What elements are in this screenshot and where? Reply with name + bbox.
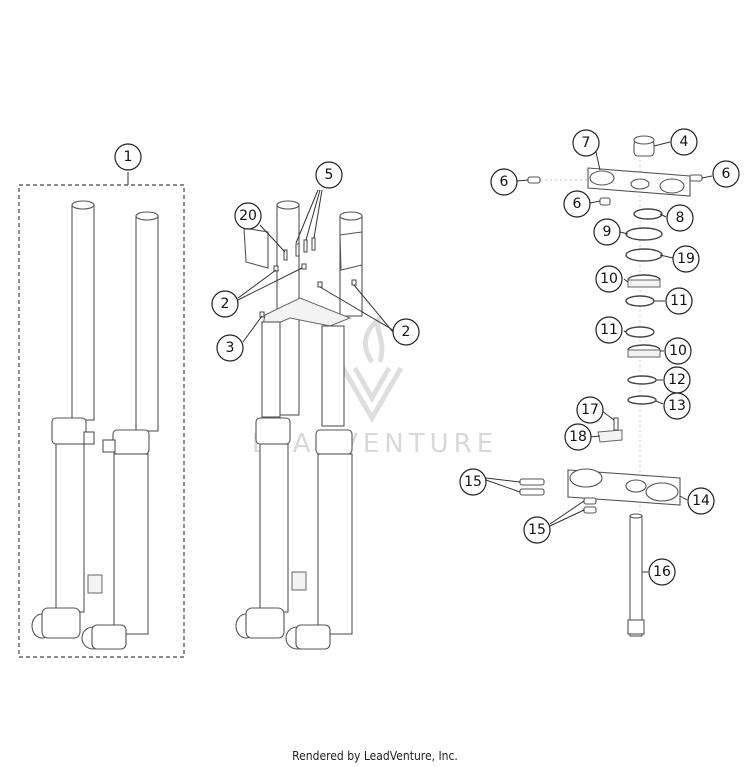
callout-3[interactable]: 3 — [216, 334, 244, 362]
callout-15-lower[interactable]: 15 — [523, 516, 551, 544]
svg-text:10: 10 — [600, 271, 618, 287]
svg-text:17: 17 — [581, 402, 599, 418]
callout-20[interactable]: 20 — [234, 202, 262, 230]
svg-text:14: 14 — [692, 493, 710, 509]
svg-text:18: 18 — [569, 429, 587, 445]
callout-10-lower[interactable]: 10 — [664, 337, 692, 365]
footer-credit: Rendered by LeadVenture, Inc. — [292, 749, 458, 763]
svg-text:8: 8 — [676, 210, 685, 226]
watermark: LEADVENTURE — [252, 313, 498, 459]
callout-14[interactable]: 14 — [687, 487, 715, 515]
watermark-text: LEADVENTURE — [252, 429, 498, 459]
svg-text:2: 2 — [221, 296, 230, 312]
callout-10-upper[interactable]: 10 — [595, 265, 623, 293]
svg-text:6: 6 — [573, 196, 582, 212]
callout-6-left[interactable]: 6 — [490, 168, 518, 196]
callout-9[interactable]: 9 — [593, 218, 621, 246]
svg-text:4: 4 — [680, 134, 689, 150]
callout-7[interactable]: 7 — [572, 129, 600, 157]
svg-text:13: 13 — [668, 398, 686, 414]
callout-18[interactable]: 18 — [564, 423, 592, 451]
callout-11-upper[interactable]: 11 — [665, 287, 693, 315]
callout-16[interactable]: 16 — [648, 558, 676, 586]
callout-4[interactable]: 4 — [670, 128, 698, 156]
svg-text:16: 16 — [653, 564, 671, 580]
svg-text:20: 20 — [239, 208, 257, 224]
svg-text:6: 6 — [722, 166, 731, 182]
svg-text:1: 1 — [124, 149, 133, 165]
svg-text:15: 15 — [528, 522, 546, 538]
callout-2-right[interactable]: 2 — [392, 318, 420, 346]
callout-6-right[interactable]: 6 — [712, 160, 740, 188]
svg-text:3: 3 — [226, 340, 235, 356]
svg-text:7: 7 — [582, 135, 591, 151]
watermark-flame — [362, 313, 385, 364]
callout-17[interactable]: 17 — [576, 396, 604, 424]
svg-text:2: 2 — [402, 324, 411, 340]
svg-text:5: 5 — [325, 167, 334, 183]
tube-cover-right — [339, 231, 363, 271]
watermark-logo — [340, 366, 404, 423]
callout-11-lower[interactable]: 11 — [595, 316, 623, 344]
svg-text:6: 6 — [500, 174, 509, 190]
callout-2-left[interactable]: 2 — [211, 290, 239, 318]
callout-19[interactable]: 19 — [672, 245, 700, 273]
callout-6-lower[interactable]: 6 — [563, 190, 591, 218]
fork-assembly-complete — [18, 172, 185, 658]
callout-1[interactable]: 1 — [114, 143, 142, 171]
steering-stem — [629, 515, 643, 637]
fork-assembly-exploded — [235, 189, 394, 650]
steering-column — [485, 135, 713, 640]
svg-text:12: 12 — [668, 372, 686, 388]
svg-text:11: 11 — [670, 293, 688, 309]
svg-text:15: 15 — [464, 474, 482, 490]
callout-15-upper[interactable]: 15 — [459, 468, 487, 496]
callout-12[interactable]: 12 — [663, 366, 691, 394]
callout-13[interactable]: 13 — [663, 392, 691, 420]
tube-cover-left — [243, 227, 269, 269]
assembly-box — [18, 184, 185, 658]
callout-5[interactable]: 5 — [315, 161, 343, 189]
svg-text:19: 19 — [677, 251, 695, 267]
callouts: 1 2 2 3 4 5 6 6 6 7 8 9 10 10 11 11 12 1… — [114, 128, 740, 586]
svg-text:11: 11 — [600, 322, 618, 338]
callout-8[interactable]: 8 — [666, 204, 694, 232]
svg-text:10: 10 — [669, 343, 687, 359]
svg-text:9: 9 — [603, 224, 612, 240]
